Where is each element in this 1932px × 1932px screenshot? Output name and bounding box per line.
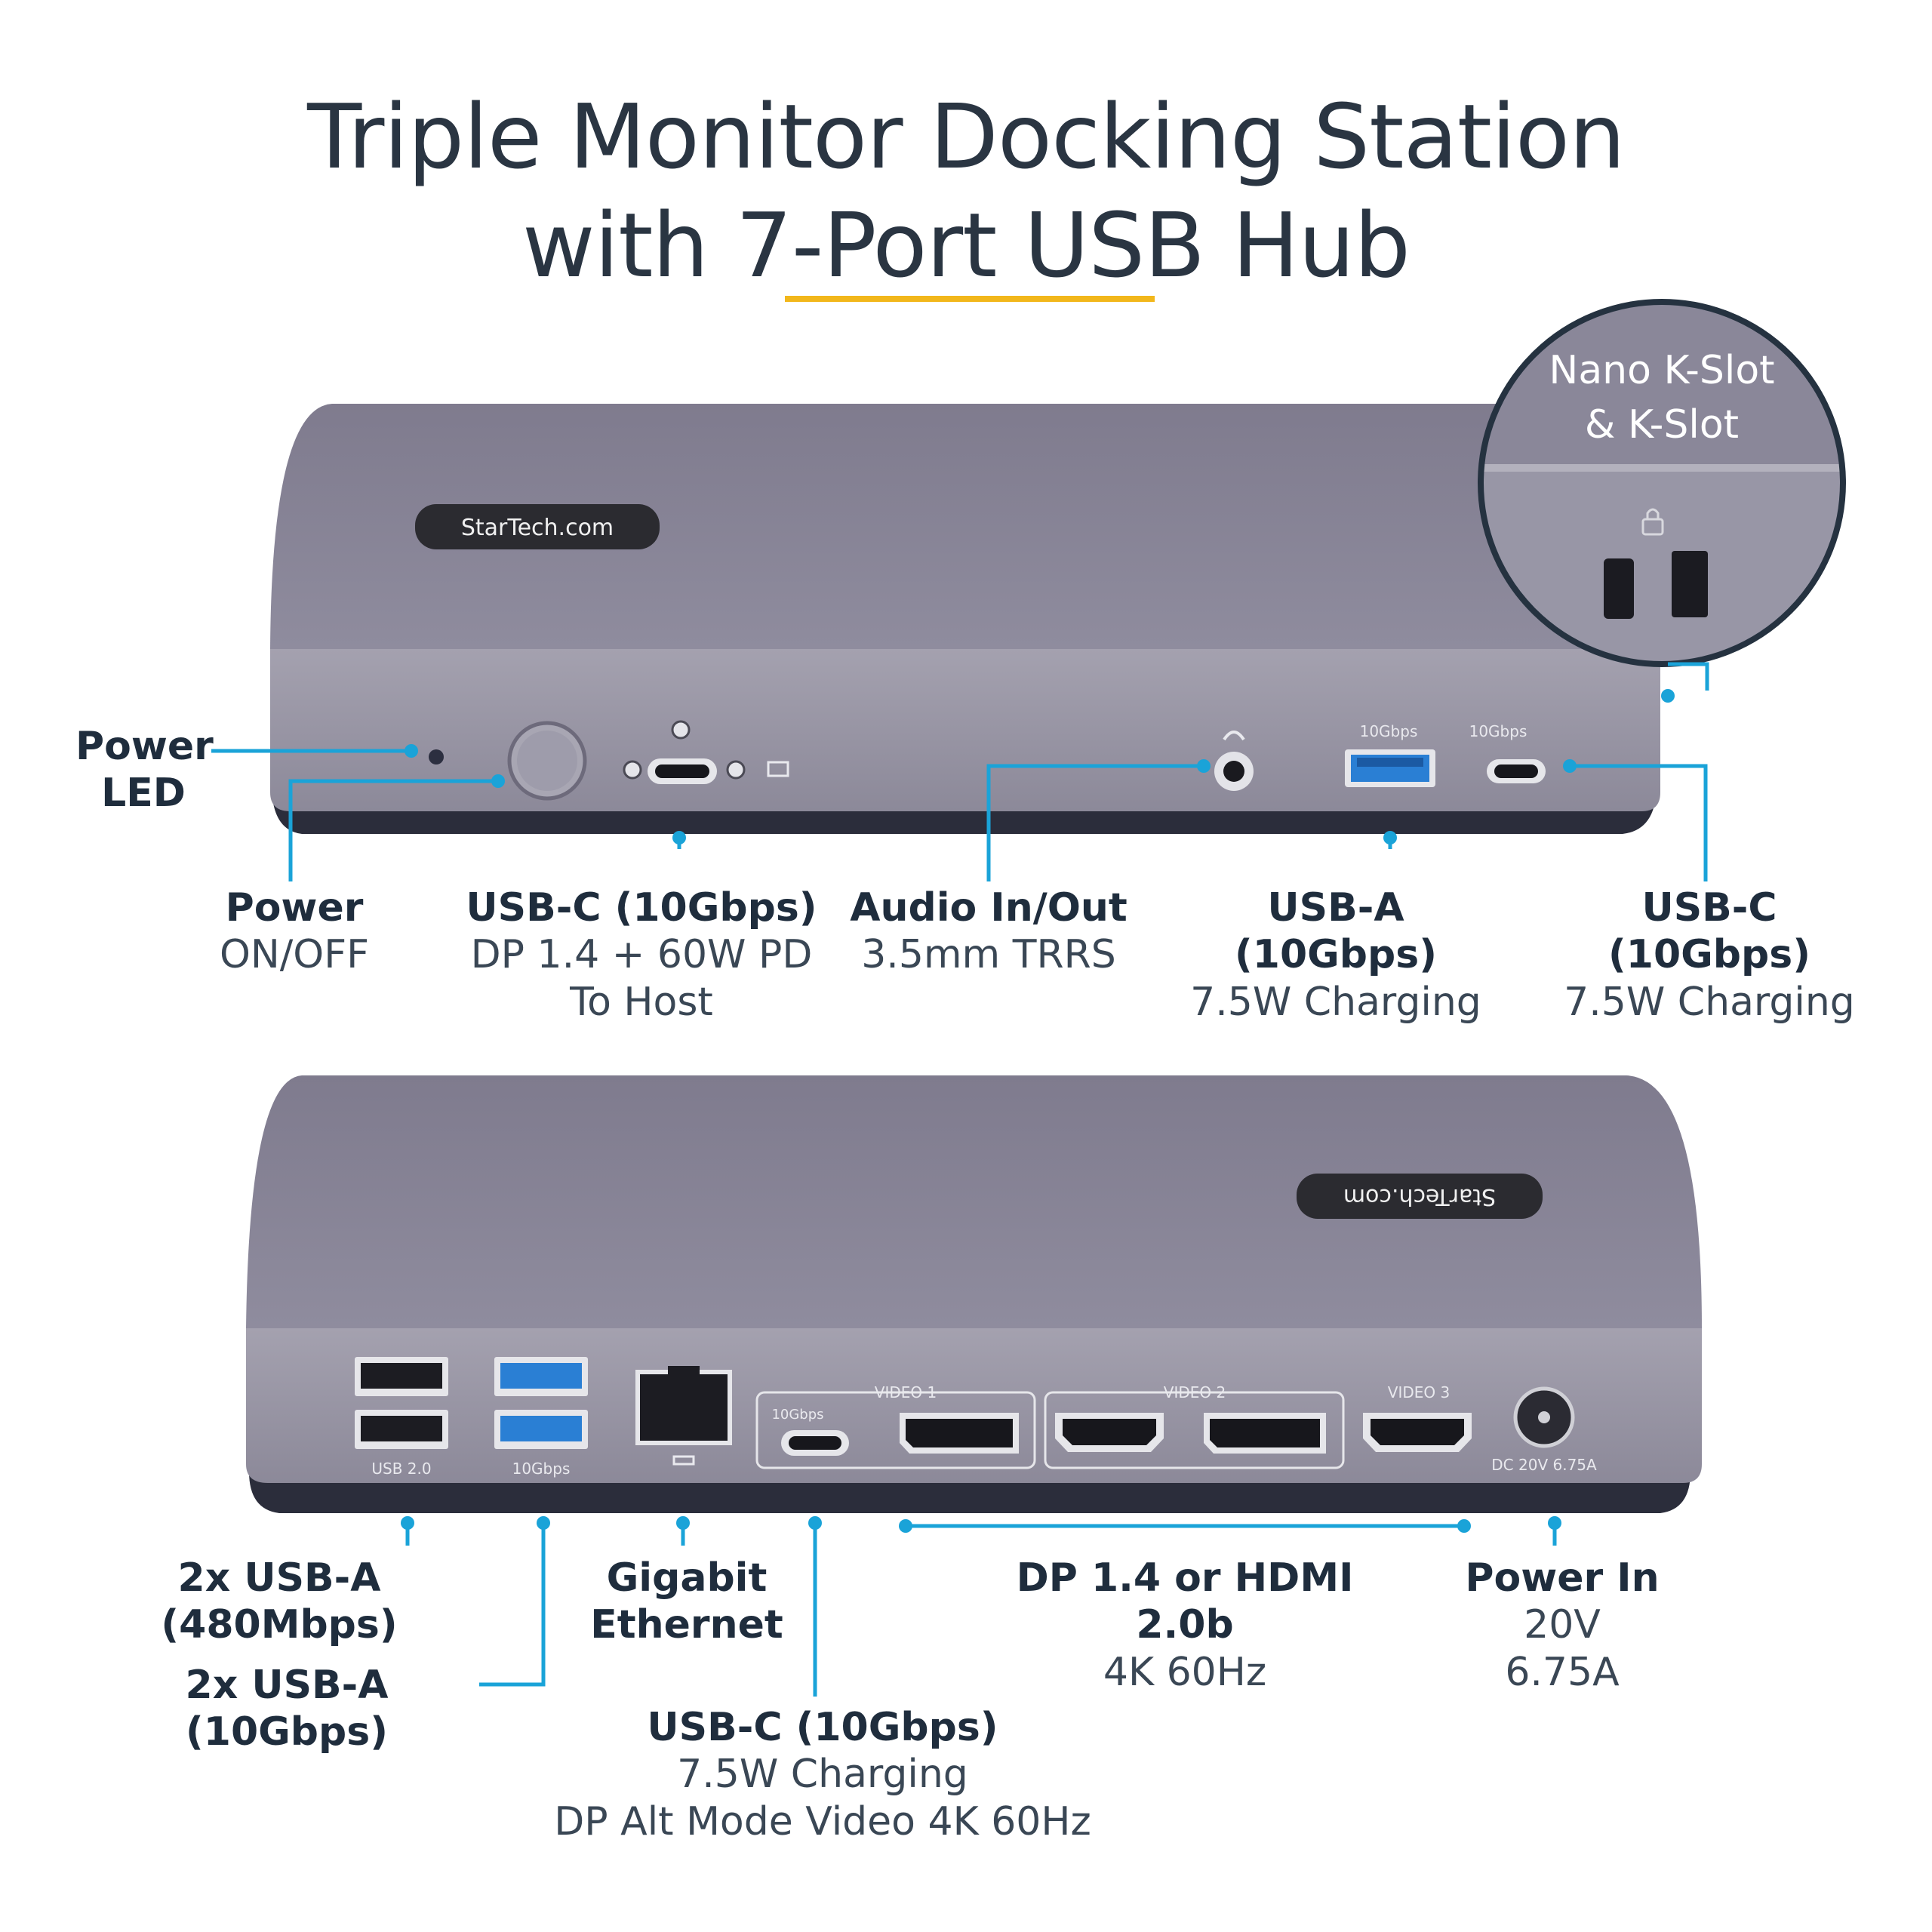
front-usbc-mark: 10Gbps xyxy=(1469,722,1527,740)
front-logo-text: StarTech.com xyxy=(461,515,614,541)
ethernet-port[interactable] xyxy=(635,1370,732,1445)
label-usbc-host: USB-C (10Gbps) DP 1.4 + 60W PD To Host xyxy=(466,885,817,1025)
front-logo-badge xyxy=(415,504,660,549)
label-rear-usbc: USB-C (10Gbps) 7.5W Charging DP Alt Mode… xyxy=(554,1705,1091,1844)
laptop-icon xyxy=(767,761,789,777)
video1-mark: VIDEO 1 xyxy=(875,1383,937,1401)
headphones-icon xyxy=(1223,731,1245,741)
nano-kslot xyxy=(1604,558,1634,619)
network-icon xyxy=(672,1455,695,1466)
kslot xyxy=(1672,551,1708,617)
rear-dock-device: StarTech.com USB 2.0 10Gbps VIDEO 1 10Gb… xyxy=(246,1075,1702,1513)
label-power-in: Power In 20V 6.75A xyxy=(1465,1555,1660,1695)
video3-mark: VIDEO 3 xyxy=(1388,1383,1450,1401)
label-front-usbc: USB-C (10Gbps) 7.5W Charging xyxy=(1564,885,1855,1025)
label-front-usba: USB-A (10Gbps) 7.5W Charging xyxy=(1190,885,1481,1025)
power-led-light xyxy=(429,749,444,764)
rear-logo-badge xyxy=(1297,1174,1543,1219)
front-dock-device: StarTech.com 10Gbps 10Gbps xyxy=(270,404,1660,834)
label-usb10: 2x USB-A (10Gbps) xyxy=(185,1663,389,1755)
label-power-led: Power LED xyxy=(75,724,214,817)
front-usba-mark: 10Gbps xyxy=(1360,722,1418,740)
kslot-inset: Nano K-Slot & K-Slot xyxy=(1478,299,1846,667)
usb2-mark: USB 2.0 xyxy=(371,1460,431,1478)
video2-mark: VIDEO 2 xyxy=(1164,1383,1226,1401)
title-underline xyxy=(785,296,1155,302)
rear-logo-text: StarTech.com xyxy=(1343,1183,1496,1210)
dc-mark: DC 20V 6.75A xyxy=(1491,1456,1597,1474)
inset-label-1: Nano K-Slot xyxy=(1549,348,1774,393)
label-video: DP 1.4 or HDMI 2.0b 4K 60Hz xyxy=(1016,1555,1354,1695)
rear-usbc-mark: 10Gbps xyxy=(771,1407,823,1423)
page-title-line-2: with 7-Port USB Hub xyxy=(521,193,1411,297)
lock-icon xyxy=(1641,518,1664,536)
label-usb480: 2x USB-A (480Mbps) xyxy=(161,1555,398,1648)
usb10-mark: 10Gbps xyxy=(512,1460,571,1478)
label-audio: Audio In/Out 3.5mm TRRS xyxy=(850,885,1128,978)
label-power-button: Power ON/OFF xyxy=(219,885,370,978)
label-ethernet: Gigabit Ethernet xyxy=(590,1555,783,1648)
front-callout-lines xyxy=(211,662,1709,881)
inset-label-2: & K-Slot xyxy=(1585,402,1739,448)
page-title-line-1: Triple Monitor Docking Station xyxy=(307,85,1626,189)
